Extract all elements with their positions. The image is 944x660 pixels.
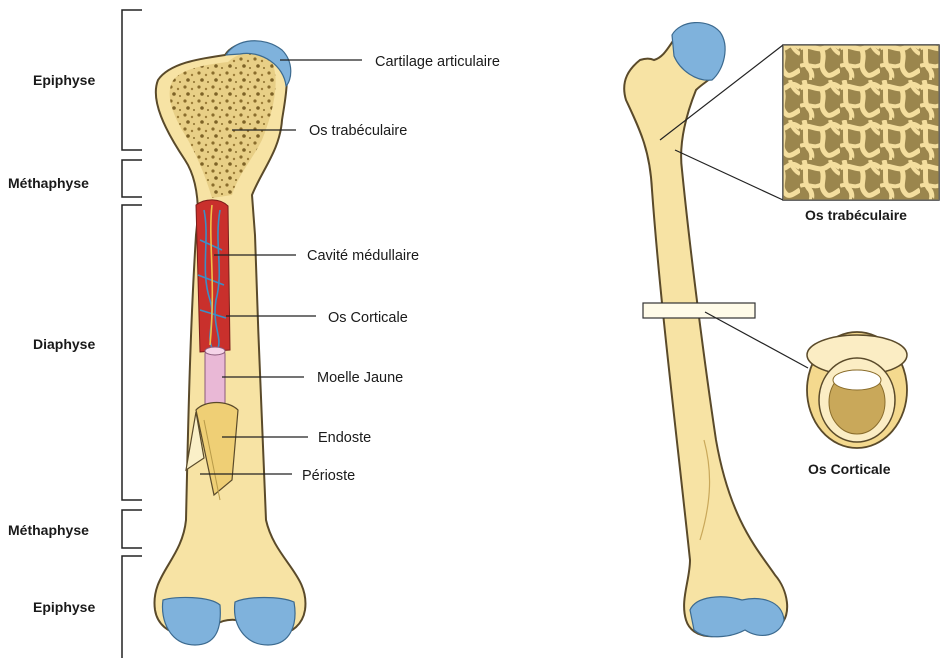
- caption-os-corticale: Os Corticale: [808, 461, 891, 477]
- femoral-condyle: [690, 597, 784, 637]
- label-cartilage-articulaire: Cartilage articulaire: [375, 54, 500, 70]
- yellow-marrow: [205, 350, 225, 410]
- cortical-inset: [705, 312, 907, 448]
- region-brackets: [122, 10, 142, 658]
- label-epiphyse-top: Epiphyse: [33, 72, 95, 88]
- femur-whole: [624, 23, 787, 637]
- label-diaphyse: Diaphyse: [33, 336, 95, 352]
- label-metaphyse-top: Méthaphyse: [8, 175, 89, 191]
- label-os-corticale: Os Corticale: [328, 310, 408, 326]
- caption-os-trabeculaire: Os trabéculaire: [805, 207, 907, 223]
- label-epiphyse-bottom: Epiphyse: [33, 599, 95, 615]
- femur-whole-outline: [624, 29, 787, 636]
- label-endoste: Endoste: [318, 430, 371, 446]
- femur-section: [154, 41, 305, 645]
- label-perioste: Périoste: [302, 468, 355, 484]
- distal-cartilage-right: [235, 598, 295, 646]
- label-metaphyse-bottom: Méthaphyse: [8, 522, 89, 538]
- label-os-trabeculaire: Os trabéculaire: [309, 123, 407, 139]
- distal-cartilage-left: [162, 597, 220, 645]
- label-moelle-jaune: Moelle Jaune: [317, 370, 403, 386]
- label-cavite-medullaire: Cavité médullaire: [307, 248, 419, 264]
- cross-section-marker: [643, 303, 755, 318]
